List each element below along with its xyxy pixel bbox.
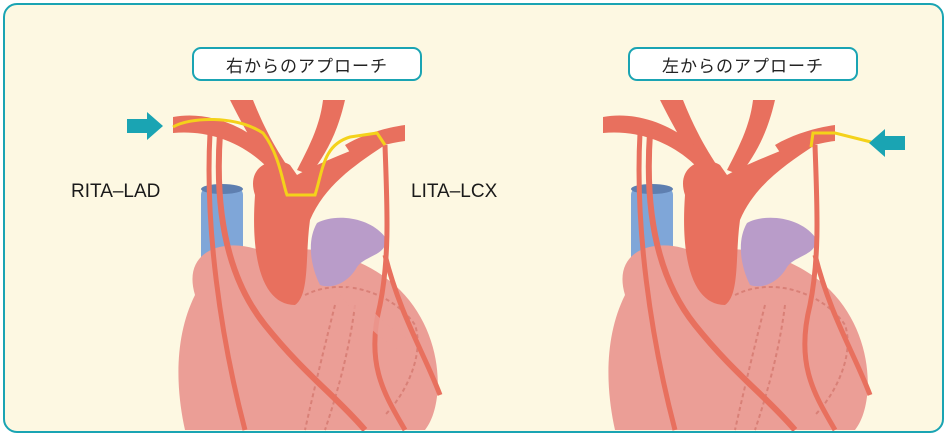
diagram-frame: 右からのアプローチ 左からのアプローチ RITA–LAD LITA–LCX <box>3 3 944 433</box>
panel-title-right-approach: 右からのアプローチ <box>192 47 422 81</box>
arrow-left-icon <box>869 129 905 157</box>
graft-label-rita-lad: RITA–LAD <box>71 181 160 203</box>
panel-title-left-approach: 左からのアプローチ <box>628 47 858 81</box>
graft-label-lita-lcx: LITA–LCX <box>411 181 497 203</box>
